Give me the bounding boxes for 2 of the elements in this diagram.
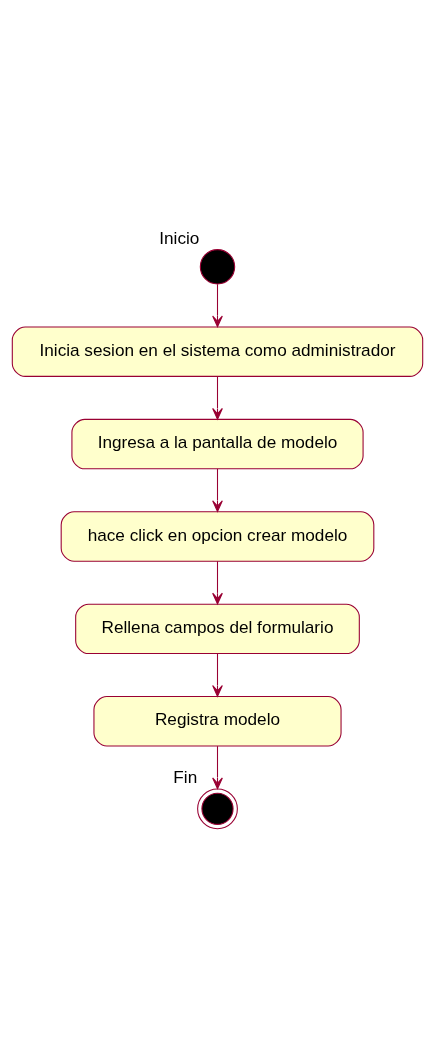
node-label: Inicio (159, 228, 200, 249)
node-label: Fin (173, 767, 198, 788)
